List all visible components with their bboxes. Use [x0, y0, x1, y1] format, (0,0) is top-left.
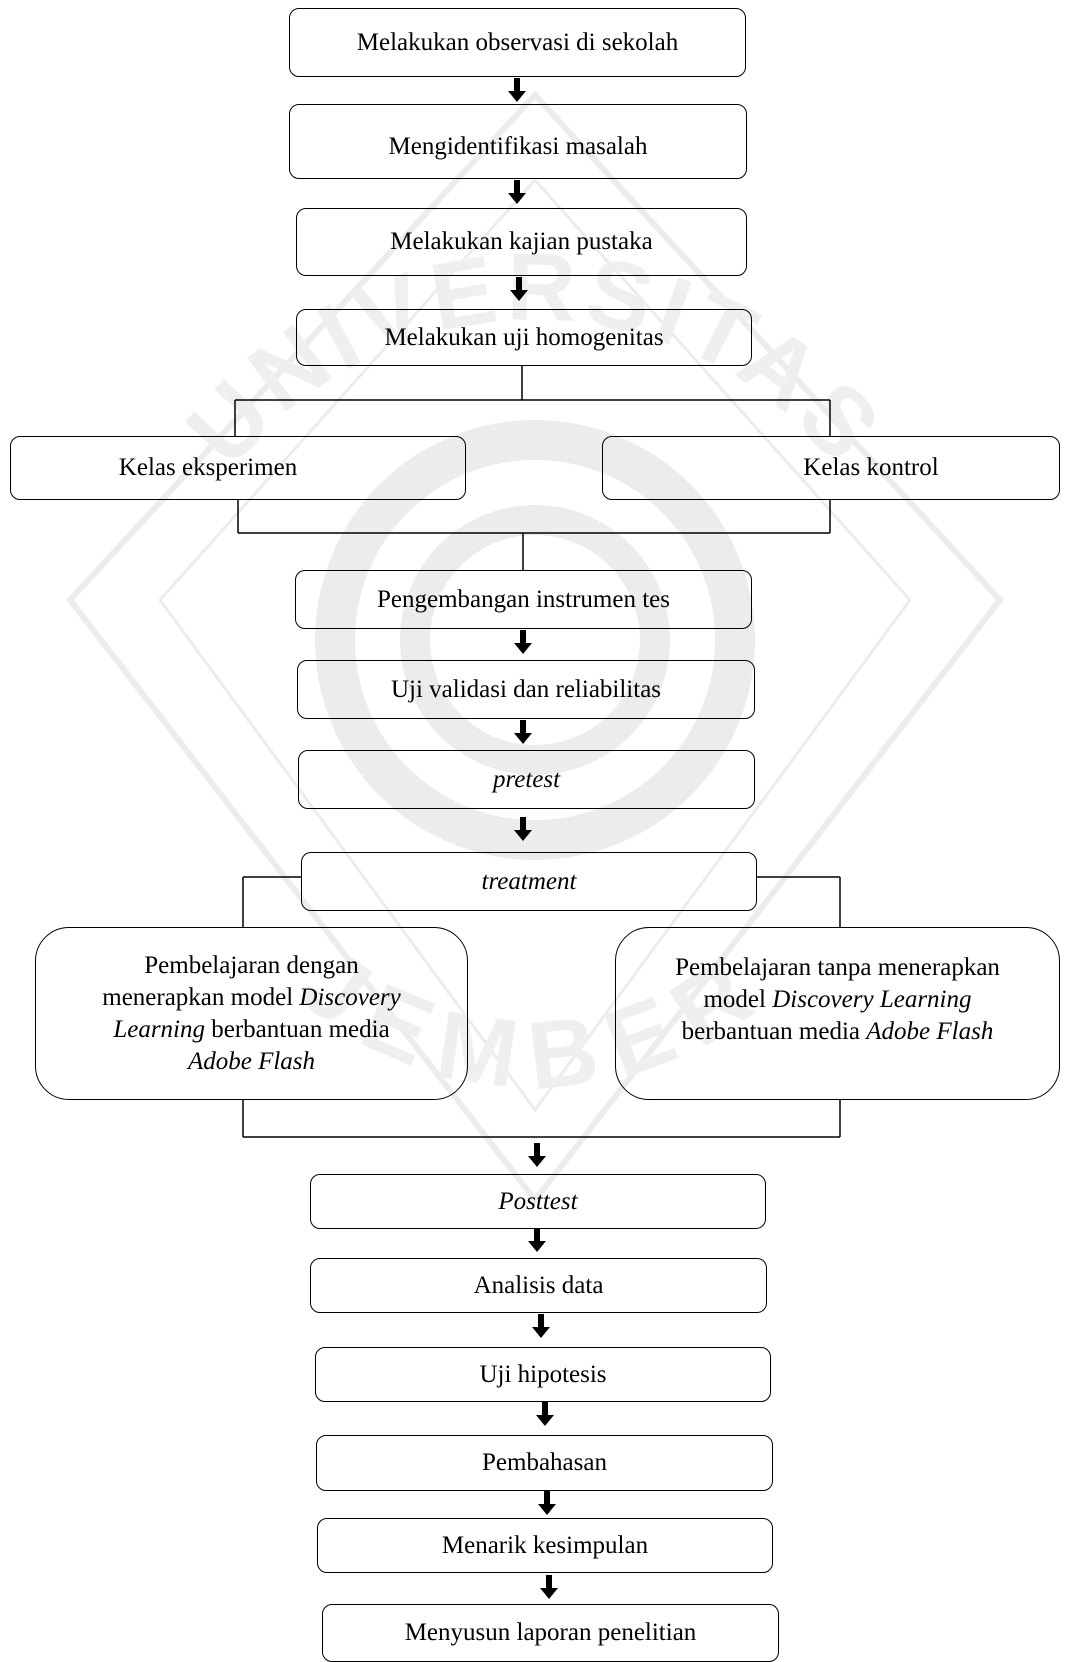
- step-homogenitas: Melakukan uji homogenitas: [296, 309, 752, 366]
- branch-kontrol-method: Pembelajaran tanpa menerapkan model Disc…: [615, 927, 1060, 1100]
- down-arrow-icon: [514, 630, 532, 654]
- down-arrow-icon: [508, 78, 526, 102]
- down-arrow-icon: [540, 1575, 558, 1599]
- down-arrow-icon: [528, 1228, 546, 1252]
- down-arrow-icon: [510, 277, 528, 301]
- down-arrow-icon: [538, 1491, 556, 1515]
- step-analisis: Analisis data: [310, 1258, 767, 1313]
- step-identifikasi: Mengidentifikasi masalah: [289, 104, 747, 179]
- step-hipotesis: Uji hipotesis: [315, 1347, 771, 1402]
- step-pembahasan: Pembahasan: [316, 1435, 773, 1491]
- step-observasi: Melakukan observasi di sekolah: [289, 8, 746, 77]
- down-arrow-icon: [528, 1143, 546, 1167]
- branch-eksperimen-method: Pembelajaran dengan menerapkan model Dis…: [35, 927, 468, 1100]
- step-kesimpulan: Menarik kesimpulan: [317, 1518, 773, 1573]
- step-treatment: treatment: [301, 852, 757, 911]
- down-arrow-icon: [532, 1314, 550, 1338]
- class-kontrol: Kelas kontrol: [602, 436, 1060, 500]
- step-posttest: Posttest: [310, 1174, 766, 1229]
- down-arrow-icon: [508, 180, 526, 204]
- down-arrow-icon: [514, 817, 532, 841]
- class-eksperimen: Kelas eksperimen: [10, 436, 466, 500]
- down-arrow-icon: [514, 720, 532, 744]
- arrow-group: [508, 78, 558, 1599]
- step-pretest: pretest: [298, 750, 755, 809]
- step-laporan: Menyusun laporan penelitian: [322, 1604, 779, 1662]
- down-arrow-icon: [536, 1402, 554, 1426]
- step-instrumen: Pengembangan instrumen tes: [295, 570, 752, 629]
- step-kajian: Melakukan kajian pustaka: [296, 208, 747, 276]
- step-validasi: Uji validasi dan reliabilitas: [297, 660, 755, 719]
